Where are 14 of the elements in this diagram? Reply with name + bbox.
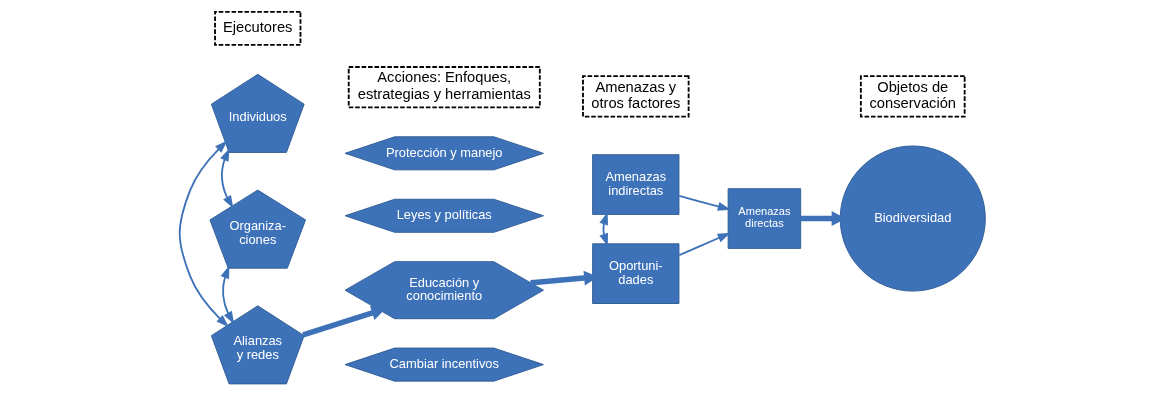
node-circle: Biodiversidad xyxy=(839,145,986,292)
arrow xyxy=(678,195,731,211)
node-box: Amenazas directas xyxy=(727,188,802,249)
node-box: Ejecutores xyxy=(214,10,302,46)
arrow xyxy=(302,305,386,338)
arrow xyxy=(220,265,235,325)
node-box: Oportuni- dades xyxy=(592,243,680,304)
node-box: Amenazas y otros factores xyxy=(582,75,690,118)
arrow xyxy=(678,232,731,257)
arrow xyxy=(220,148,234,209)
node-box: Amenazas indirectas xyxy=(592,154,680,215)
node-box: Objetos de conservación xyxy=(859,75,966,118)
node-box: Acciones: Enfoques, estrategias y herramientas xyxy=(347,66,541,109)
arrow xyxy=(178,140,229,328)
